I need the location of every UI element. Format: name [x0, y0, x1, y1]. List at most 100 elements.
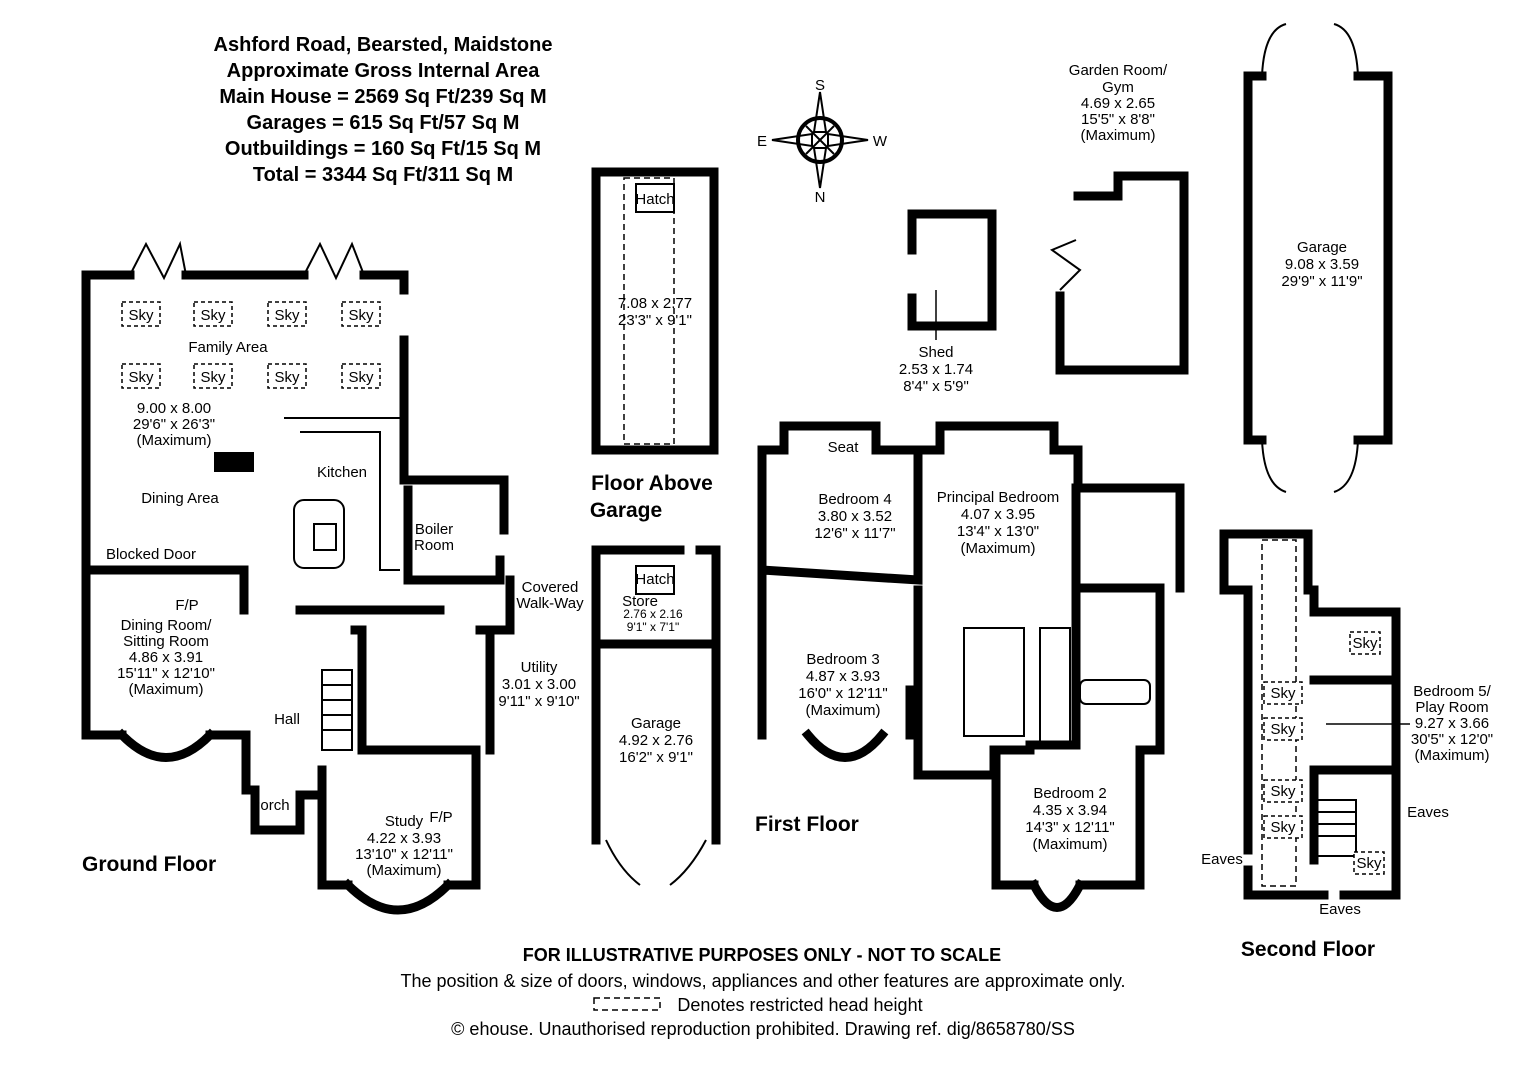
- label-family-dims-imperial: 29'6" x 26'3": [133, 416, 215, 433]
- label-bedroom2: Bedroom 2: [1033, 785, 1106, 802]
- skylight-icon: Sky: [121, 301, 161, 327]
- skylight-grid-ground: Sky Sky Sky Sky Sky Sky Sky Sky: [121, 301, 381, 389]
- compass-west: W: [873, 133, 888, 150]
- label-bedroom3-imperial: 16'0" x 12'11": [798, 685, 888, 702]
- compass-east: E: [757, 133, 767, 150]
- label-study-metric: 4.22 x 3.93: [367, 830, 441, 847]
- footer-restricted: Denotes restricted head height: [677, 995, 922, 1015]
- label-eaves-left: Eaves: [1201, 851, 1243, 868]
- skylight-icon: Sky: [193, 363, 233, 389]
- header-block: Ashford Road, Bearsted, Maidstone Approx…: [214, 34, 553, 186]
- label-dining-dims-max: (Maximum): [129, 681, 204, 698]
- label-above-garage-metric: 7.08 x 2.77: [618, 295, 692, 312]
- skylight-icon: Sky: [267, 363, 307, 389]
- svg-text:Sky: Sky: [348, 307, 374, 324]
- header-garages: Garages = 615 Sq Ft/57 Sq M: [247, 112, 520, 134]
- label-garden-room: Garden Room/: [1069, 62, 1168, 79]
- label-shed-imperial: 8'4" x 5'9": [903, 378, 969, 395]
- label-gym: Gym: [1102, 79, 1134, 96]
- label-walkway: Walk-Way: [516, 595, 584, 612]
- restricted-height-legend-icon: [593, 997, 661, 1011]
- label-utility-imperial: 9'11" x 9'10": [498, 693, 579, 710]
- label-bedroom5-metric: 9.27 x 3.66: [1415, 715, 1489, 732]
- label-garage-large: Garage: [1297, 239, 1347, 256]
- svg-text:Sky: Sky: [128, 307, 154, 324]
- label-garden-metric: 4.69 x 2.65: [1081, 95, 1155, 112]
- large-garage-plan: Garage 9.08 x 3.59 29'9" x 11'9": [1243, 23, 1393, 493]
- label-bedroom2-metric: 4.35 x 3.94: [1033, 802, 1107, 819]
- floor-title-above-garage-1: Floor Above: [591, 472, 713, 495]
- label-garden-imperial: 15'5" x 8'8": [1081, 111, 1155, 128]
- label-utility-metric: 3.01 x 3.00: [502, 676, 576, 693]
- svg-text:Sky: Sky: [128, 369, 154, 386]
- label-store-imperial: 9'1" x 7'1": [627, 620, 679, 634]
- compass-north: N: [815, 189, 826, 206]
- label-covered: Covered: [522, 579, 579, 596]
- svg-text:Sky: Sky: [274, 369, 300, 386]
- label-bedroom2-max: (Maximum): [1033, 836, 1108, 853]
- svg-text:Sky: Sky: [1270, 819, 1296, 836]
- skylight-icon: Sky: [1263, 779, 1303, 803]
- ground-floor-plan: Sky Sky Sky Sky Sky Sky Sky Sky Family A…: [81, 240, 584, 915]
- skylight-icon: Sky: [1353, 851, 1385, 875]
- label-blocked-door: Blocked Door: [106, 546, 196, 563]
- floor-title-ground: Ground Floor: [82, 853, 216, 876]
- label-family-dims-max: (Maximum): [137, 432, 212, 449]
- label-boiler-room: Room: [414, 537, 454, 554]
- svg-text:Sky: Sky: [1270, 685, 1296, 702]
- label-study-fp: F/P: [429, 809, 452, 826]
- label-play-room: Play Room: [1415, 699, 1488, 716]
- label-garage-large-imperial: 29'9" x 11'9": [1281, 273, 1362, 290]
- skylight-icon: Sky: [341, 363, 381, 389]
- second-floor-plan: Sky Sky Sky Sky Sky Sky Bedroom 5/ Play …: [1201, 529, 1493, 961]
- label-dining-room: Dining Room/: [121, 617, 213, 634]
- floor-title-above-garage-2: Garage: [590, 499, 662, 522]
- label-store-metric: 2.76 x 2.16: [623, 607, 683, 621]
- compass-south: S: [815, 77, 825, 94]
- label-bedroom5-max: (Maximum): [1415, 747, 1490, 764]
- label-hall: Hall: [274, 711, 300, 728]
- svg-text:Sky: Sky: [1356, 855, 1382, 872]
- label-hatch-top: Hatch: [635, 191, 674, 208]
- footer-disclaimer: FOR ILLUSTRATIVE PURPOSES ONLY - NOT TO …: [523, 945, 1001, 965]
- svg-text:Sky: Sky: [274, 307, 300, 324]
- header-total: Total = 3344 Sq Ft/311 Sq M: [253, 164, 513, 186]
- label-kitchen: Kitchen: [317, 464, 367, 481]
- label-bedroom3-metric: 4.87 x 3.93: [806, 668, 880, 685]
- label-garage-ground-imperial: 16'2" x 9'1": [619, 749, 693, 766]
- footer-copyright: © ehouse. Unauthorised reproduction proh…: [451, 1019, 1075, 1039]
- skylight-icon: Sky: [341, 301, 381, 327]
- svg-text:Sky: Sky: [1352, 635, 1378, 652]
- shed-plan: Shed 2.53 x 1.74 8'4" x 5'9": [899, 209, 997, 395]
- header-outbuildings: Outbuildings = 160 Sq Ft/15 Sq M: [225, 138, 541, 160]
- label-garage-large-metric: 9.08 x 3.59: [1285, 256, 1359, 273]
- label-dining-area: Dining Area: [141, 490, 219, 507]
- footer-block: FOR ILLUSTRATIVE PURPOSES ONLY - NOT TO …: [400, 945, 1125, 1039]
- label-boiler: Boiler: [415, 521, 453, 538]
- label-utility: Utility: [521, 659, 558, 676]
- label-bedroom3: Bedroom 3: [806, 651, 879, 668]
- label-porch: Porch: [250, 797, 289, 814]
- label-study: Study: [385, 813, 424, 830]
- skylight-icon: Sky: [1263, 815, 1303, 839]
- label-shed-metric: 2.53 x 1.74: [899, 361, 973, 378]
- skylight-icon: Sky: [267, 301, 307, 327]
- label-garage-ground-metric: 4.92 x 2.76: [619, 732, 693, 749]
- header-area-title: Approximate Gross Internal Area: [227, 60, 541, 82]
- svg-text:Sky: Sky: [200, 369, 226, 386]
- label-principal-imperial: 13'4" x 13'0": [957, 523, 1039, 540]
- label-dining-dims-imperial: 15'11" x 12'10": [117, 665, 215, 682]
- label-bedroom3-max: (Maximum): [806, 702, 881, 719]
- svg-text:Sky: Sky: [1270, 783, 1296, 800]
- svg-text:Sky: Sky: [1270, 721, 1296, 738]
- skylight-icon: Sky: [1263, 717, 1303, 741]
- label-garage-ground: Garage: [631, 715, 681, 732]
- label-store: Store: [622, 593, 658, 610]
- label-study-max: (Maximum): [367, 862, 442, 879]
- skylight-icon: Sky: [193, 301, 233, 327]
- label-bedroom2-imperial: 14'3" x 12'11": [1025, 819, 1115, 836]
- svg-text:Sky: Sky: [348, 369, 374, 386]
- label-above-garage-imperial: 23'3" x 9'1": [618, 312, 692, 329]
- label-bedroom5-imperial: 30'5" x 12'0": [1411, 731, 1493, 748]
